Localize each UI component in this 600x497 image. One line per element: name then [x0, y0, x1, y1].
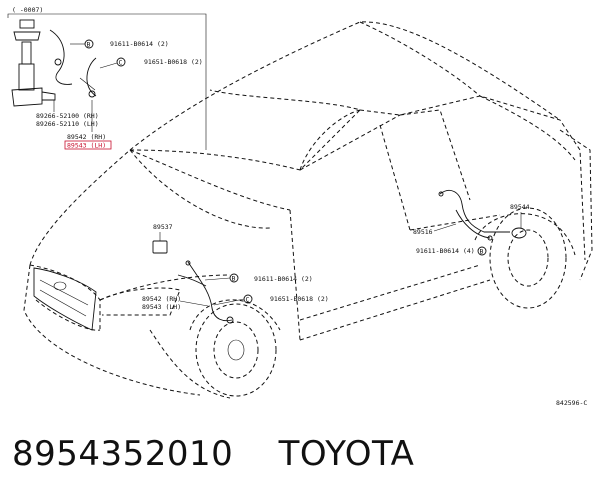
- callout-sensor-rh: 89266-52100 (RH): [36, 112, 99, 120]
- inset-bracket: ( -0007): [7, 6, 207, 150]
- callout-front-lh: 89543 (LH): [142, 303, 181, 311]
- callout-part-rh: 89542 (RH): [67, 133, 106, 141]
- marker-b-2: B: [232, 275, 236, 283]
- highlight-box: [64, 140, 112, 150]
- callout-front-rh: 89542 (RH): [142, 295, 181, 303]
- callout-rear-sensor: 89516: [413, 228, 433, 236]
- range-label: ( -0007): [12, 6, 43, 14]
- inset-callouts: B 91611-B0614 (2) C 91651-B0618 (2) 8926…: [36, 39, 203, 150]
- marker-c-2: C: [246, 296, 250, 304]
- callout-rear-part: 89544: [510, 203, 530, 211]
- marker-b-1: B: [87, 41, 91, 49]
- parts-diagram: ( -0007) B 91611-B0614 (2) C 91651-B0618…: [7, 6, 593, 407]
- brand-name: TOYOTA: [278, 434, 415, 474]
- part-caption: 8954352010 TOYOTA: [12, 434, 448, 474]
- rear-sensor-wire: 89516 89544 B 91611-B0614 (4): [413, 190, 530, 256]
- callout-front-bolt: 91611-B0614 (2): [254, 275, 313, 283]
- callout-clip-1: 91651-B0618 (2): [144, 58, 203, 66]
- car-body-outline: [23, 21, 593, 399]
- callout-rear-bolt: 91611-B0614 (4): [416, 247, 475, 255]
- strut-assembly-icon: [11, 19, 97, 107]
- part-number: 8954352010: [12, 434, 234, 474]
- callout-part-lh-highlight: 89543 (LH): [67, 142, 106, 150]
- reference-code: 842596-C: [556, 399, 587, 407]
- callout-bolt-1: 91611-B0614 (2): [110, 40, 169, 48]
- marker-b-3: B: [480, 248, 484, 256]
- relay-part: 89537: [152, 223, 173, 254]
- callout-sensor-lh: 89266-52110 (LH): [36, 120, 99, 128]
- callout-front-clip: 91651-B0618 (2): [270, 295, 329, 303]
- callout-relay: 89537: [153, 223, 173, 231]
- clip-marker-c: [116, 57, 126, 67]
- marker-c-1: C: [119, 59, 123, 67]
- rear-bolt-marker: [477, 246, 487, 256]
- front-sensor-wire: B 91611-B0614 (2) C 91651-B0618 (2) 8954…: [142, 260, 329, 324]
